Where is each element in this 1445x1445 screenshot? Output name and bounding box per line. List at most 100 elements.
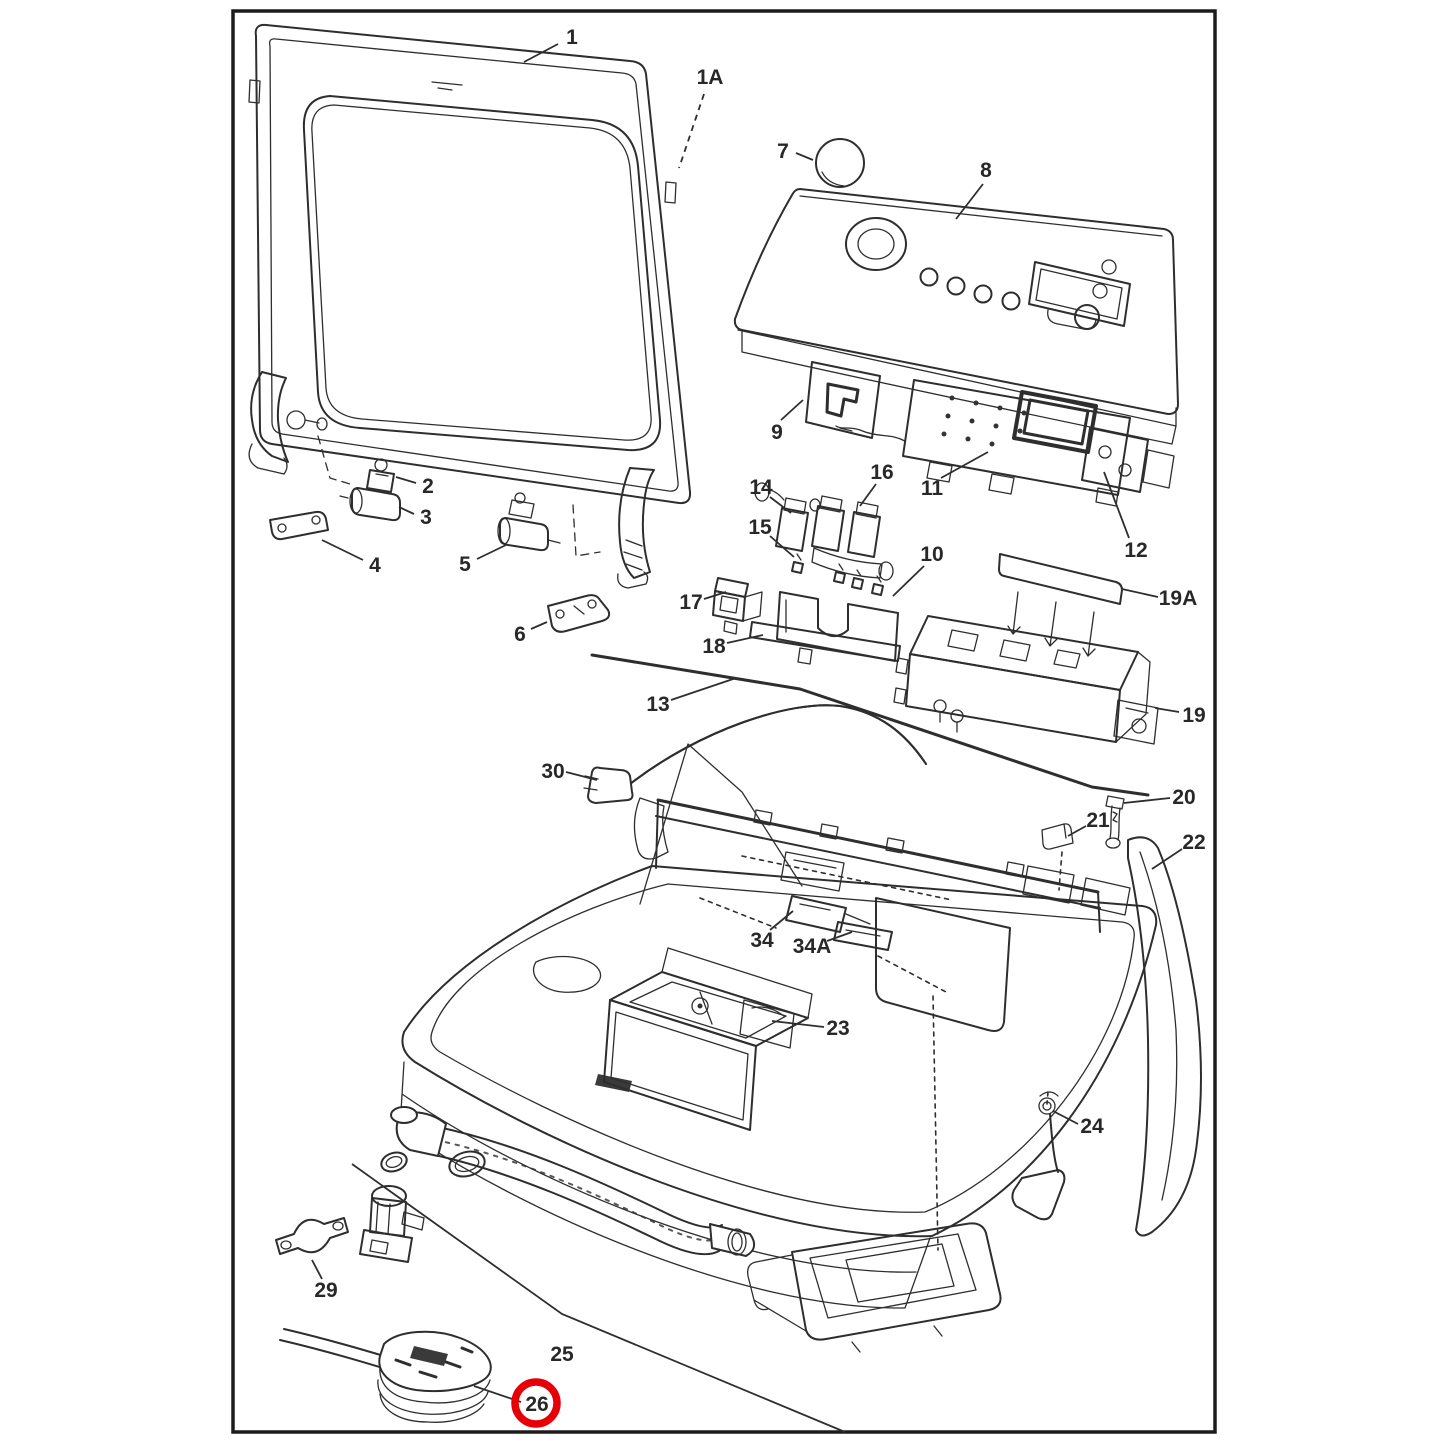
part-label-8: 8: [980, 159, 992, 182]
part-6-hinge-plate: [547, 594, 611, 633]
part-34a-slide: [833, 921, 893, 951]
part-label-19: 19: [1182, 704, 1205, 727]
leader-14: [769, 496, 792, 514]
part-12-display-bezel: [1012, 390, 1175, 507]
highlight-circle-part-26: [511, 1378, 561, 1428]
leader-17: [703, 591, 727, 600]
leader-20: [1123, 797, 1171, 804]
part-label-34: 34: [750, 929, 774, 952]
part-15-valve-screws: [791, 553, 884, 596]
part-label-17: 17: [679, 591, 702, 614]
part-label-14: 14: [749, 476, 773, 499]
leader-34A: [826, 931, 853, 942]
part-7-knob: [815, 138, 865, 188]
leader-13: [670, 677, 737, 701]
leader-1A: [678, 93, 705, 169]
part-label-18: 18: [702, 635, 726, 658]
leader-18: [726, 634, 764, 644]
part-label-22: 22: [1182, 831, 1205, 854]
leader-34: [769, 910, 794, 931]
leader-22: [1151, 848, 1183, 870]
part-20-pin: [1105, 795, 1125, 849]
part-19a-foam-strip: [998, 553, 1123, 657]
part-label-3: 3: [420, 506, 432, 529]
part-21-clip: [1041, 823, 1074, 891]
leader-4: [321, 539, 364, 561]
part-label-6: 6: [514, 623, 526, 646]
leader-21: [1067, 825, 1087, 837]
part-13-harness: [590, 653, 1150, 797]
part-label-34A: 34A: [793, 935, 832, 958]
part-label-7: 7: [777, 140, 789, 163]
part-25-tray: [791, 1222, 1002, 1341]
part-17-switch: [712, 577, 763, 635]
leader-15: [769, 535, 795, 558]
part-label-2: 2: [422, 475, 434, 498]
leader-25: [351, 1163, 846, 1433]
console-display: [1028, 261, 1131, 327]
leader-12: [1103, 471, 1130, 539]
part-label-4: 4: [369, 554, 381, 577]
part-label-20: 20: [1172, 786, 1195, 809]
leader-11: [940, 451, 989, 479]
part-label-29: 29: [314, 1279, 337, 1302]
leader-1: [523, 43, 559, 63]
leader-19A: [1121, 588, 1159, 598]
part-label-13: 13: [646, 693, 669, 716]
part-label-19A: 19A: [1159, 587, 1198, 610]
part-9-bracket: [805, 361, 881, 439]
part-18-strip: [749, 621, 901, 665]
leader-3: [398, 506, 415, 515]
part-3-damper: [339, 487, 401, 522]
part-label-30: 30: [541, 760, 564, 783]
part-29-bracket: [275, 1217, 349, 1255]
part-1-lid: [248, 23, 692, 589]
part-label-11: 11: [921, 477, 944, 500]
leader-19: [1154, 707, 1180, 713]
diagram-border: [231, 9, 1217, 1434]
part-22-top-deck: [399, 743, 1202, 1309]
leader-10: [892, 565, 925, 597]
leader-5: [476, 544, 507, 560]
lid-latch-slot-left: [248, 79, 261, 104]
deck-side-trim: [1127, 836, 1202, 1237]
part-label-24: 24: [1080, 1115, 1104, 1138]
part-label-1: 1: [566, 26, 578, 49]
part-19-control-module: [893, 615, 1159, 745]
part-16-triple-valve: [811, 495, 894, 581]
part-24-lever: [1011, 1091, 1066, 1221]
leader-7: [795, 152, 814, 161]
part-label-16: 16: [870, 461, 893, 484]
leader-8: [955, 183, 984, 220]
part-label-23: 23: [826, 1017, 849, 1040]
leader-29: [311, 1259, 323, 1280]
leader-lines: [311, 43, 1183, 1433]
part-label-15: 15: [748, 516, 772, 539]
part-34-latch: [785, 895, 871, 933]
leader-6: [530, 621, 548, 630]
part-label-12: 12: [1124, 539, 1147, 562]
part-8-console-panel: [733, 188, 1179, 445]
lid-latch-slot-right: [664, 181, 677, 204]
leader-2: [395, 476, 417, 484]
part-label-25: 25: [550, 1343, 574, 1366]
leader-9: [780, 399, 804, 421]
part-5-damper: [497, 492, 561, 552]
part-30-power-cord: [583, 704, 927, 804]
leader-23: [771, 1020, 825, 1028]
part-25-hose-assembly: [359, 1106, 1002, 1353]
part-23-dispenser-drawer: [603, 947, 813, 1131]
highlight-layer: [511, 1378, 561, 1428]
leader-30: [565, 771, 598, 781]
part-label-26: 26: [525, 1393, 548, 1416]
part-26-filter: [279, 1328, 492, 1423]
part-2-hinge-clip: [366, 458, 395, 493]
leader-24: [1052, 1110, 1079, 1125]
part-label-10: 10: [920, 543, 943, 566]
part-4-bracket: [269, 510, 329, 541]
part-label-5: 5: [459, 553, 471, 576]
part-label-1A: 1A: [697, 66, 724, 89]
